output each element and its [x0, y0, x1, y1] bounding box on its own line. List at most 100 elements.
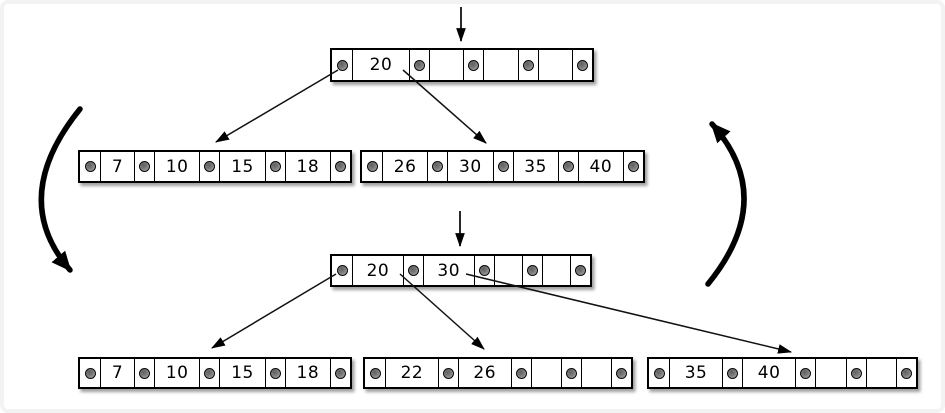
key-cell: 35	[512, 152, 558, 181]
pointer-dot-icon	[526, 265, 538, 276]
key-cell: 15	[219, 359, 264, 387]
pointer-cell	[199, 359, 219, 387]
pointer-cell	[330, 152, 350, 181]
pointer-cell	[332, 256, 352, 285]
btree-node-root-after: 20 30	[330, 254, 592, 287]
key-cell	[493, 256, 522, 285]
pointer-dot-icon	[628, 161, 639, 172]
pointer-cell	[80, 152, 100, 181]
pointer-dot-icon	[653, 367, 665, 379]
pointer-cell	[570, 256, 590, 285]
pointer-dot-icon	[478, 265, 490, 276]
pointer-cell	[437, 359, 458, 387]
key-cell: 18	[284, 359, 330, 387]
pointer-dot-icon	[562, 161, 574, 172]
key-cell: 26	[382, 152, 427, 181]
pointer-dot-icon	[432, 161, 444, 172]
pointer-cell	[492, 152, 513, 181]
cycle-arrow-left-icon	[38, 106, 83, 273]
btree-node-root-before: 20	[330, 48, 594, 82]
pointer-dot-icon	[800, 367, 812, 379]
btree-node-leaf-before-left: 7 10 15 18	[78, 150, 352, 183]
key-cell	[580, 359, 611, 387]
pointer-dot-icon	[139, 161, 151, 172]
key-cell: 30	[447, 152, 492, 181]
key-cell	[428, 50, 463, 80]
pointer-dot-icon	[413, 59, 425, 71]
pointer-dot-icon	[850, 367, 862, 379]
btree-node-leaf-after-left: 7 10 15 18	[78, 357, 352, 389]
key-cell: 20	[352, 256, 403, 285]
pointer-cell	[557, 152, 578, 181]
pointer-cell	[463, 50, 483, 80]
pointer-cell	[408, 50, 429, 80]
pointer-dot-icon	[522, 59, 534, 71]
pointer-dot-icon	[84, 367, 96, 379]
pointer-cell	[264, 359, 285, 387]
pointer-cell	[896, 359, 916, 387]
pointer-cell	[521, 256, 542, 285]
key-cell	[537, 50, 572, 80]
pointer-dot-icon	[269, 367, 281, 379]
pointer-cell	[134, 359, 154, 387]
key-cell: 7	[100, 359, 134, 387]
pointer-cell	[80, 359, 100, 387]
key-cell: 18	[284, 152, 330, 181]
pointer-dot-icon	[407, 265, 419, 276]
key-cell: 10	[154, 152, 199, 181]
pointer-cell	[402, 256, 423, 285]
key-cell	[815, 359, 845, 387]
key-cell: 35	[669, 359, 722, 387]
key-cell: 26	[457, 359, 511, 387]
pointer-dot-icon	[336, 59, 348, 71]
pointer-dot-icon	[515, 367, 527, 379]
pointer-cell	[427, 152, 447, 181]
pointer-dot-icon	[366, 161, 378, 172]
key-cell: 30	[422, 256, 474, 285]
key-cell: 22	[385, 359, 438, 387]
pointer-dot-icon	[616, 367, 628, 379]
key-cell	[483, 50, 517, 80]
pointer-dot-icon	[442, 367, 454, 379]
pointer-cell	[362, 152, 382, 181]
pointer-cell	[199, 152, 219, 181]
pointer-dot-icon	[369, 367, 381, 379]
pointer-cell	[623, 152, 643, 181]
key-cell: 40	[577, 152, 623, 181]
pointer-cell	[264, 152, 285, 181]
pointer-dot-icon	[565, 367, 577, 379]
pointer-dot-icon	[901, 367, 913, 379]
key-cell: 20	[352, 50, 409, 80]
pointer-cell	[332, 50, 352, 80]
pointer-arrow-before-left-child	[215, 69, 339, 143]
pointer-cell	[134, 152, 154, 181]
pointer-dot-icon	[577, 59, 589, 71]
pointer-dot-icon	[139, 367, 151, 379]
pointer-cell	[845, 359, 866, 387]
pointer-cell	[649, 359, 669, 387]
pointer-cell	[572, 50, 592, 80]
pointer-dot-icon	[269, 161, 281, 172]
key-cell: 40	[742, 359, 795, 387]
key-cell: 15	[219, 152, 264, 181]
pointer-dot-icon	[336, 265, 348, 276]
pointer-dot-icon	[204, 161, 216, 172]
btree-node-leaf-before-right: 26 30 35 40	[360, 150, 645, 183]
pointer-cell	[517, 50, 538, 80]
btree-node-leaf-after-right: 35 40	[647, 357, 918, 389]
pointer-dot-icon	[727, 367, 739, 379]
btree-node-leaf-after-middle: 22 26	[363, 357, 633, 389]
pointer-cell	[510, 359, 531, 387]
pointer-dot-icon	[335, 161, 346, 172]
pointer-dot-icon	[575, 265, 587, 276]
pointer-cell	[795, 359, 815, 387]
pointer-cell	[473, 256, 494, 285]
pointer-dot-icon	[204, 367, 216, 379]
pointer-cell	[365, 359, 385, 387]
key-cell: 7	[100, 152, 134, 181]
pointer-cell	[560, 359, 581, 387]
key-cell: 10	[154, 359, 199, 387]
pointer-cell	[611, 359, 631, 387]
pointer-dot-icon	[468, 59, 480, 71]
